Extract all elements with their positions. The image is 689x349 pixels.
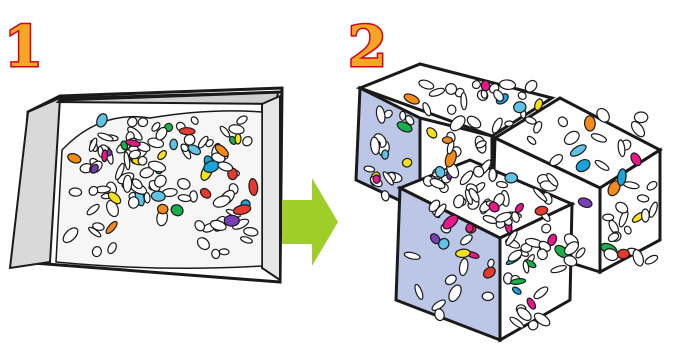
- pebble: [489, 168, 497, 181]
- pebble: [179, 127, 195, 135]
- pebble: [157, 204, 168, 214]
- pebble: [481, 80, 490, 91]
- pebble: [617, 249, 629, 259]
- right-arrow-icon: [282, 178, 338, 266]
- pebble: [460, 93, 467, 110]
- pebble: [505, 121, 514, 127]
- pebble: [123, 175, 132, 192]
- pebble: [170, 139, 178, 150]
- pebble: [101, 150, 107, 162]
- step-2-number: 2: [348, 14, 387, 80]
- pebble: [644, 254, 659, 266]
- pebble: [400, 111, 406, 120]
- pebble: [505, 173, 518, 184]
- pebble: [631, 248, 645, 267]
- pebble: [219, 249, 229, 255]
- pebble: [69, 188, 82, 197]
- pebble: [584, 116, 595, 132]
- pebble: [138, 117, 149, 127]
- pebble: [235, 134, 241, 144]
- pebble: [641, 209, 649, 222]
- pebble: [482, 292, 493, 300]
- pebble: [144, 192, 151, 203]
- pebble: [224, 215, 239, 226]
- pebble: [373, 175, 381, 184]
- pebble: [447, 105, 456, 114]
- pebble: [442, 137, 452, 144]
- step-1-number: 1: [4, 14, 43, 80]
- pebble: [151, 191, 166, 202]
- stacked-cubes-icon: [356, 64, 660, 340]
- pebble: [634, 112, 647, 123]
- pebble: [603, 214, 614, 221]
- pebble: [382, 150, 389, 159]
- open-bin-icon: [10, 88, 282, 282]
